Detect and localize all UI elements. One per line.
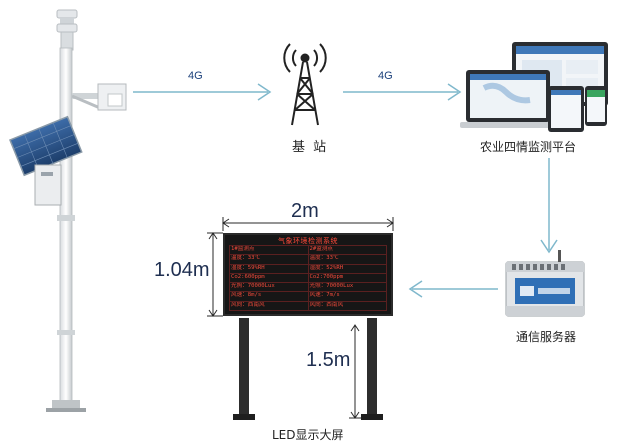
led-display-board: 气象环境检测系统 1#监测点 2#监测点 温度：33℃ 温度：33℃ 湿度：59… [223, 233, 393, 316]
led-cell: 风向：西南风 [308, 301, 387, 311]
led-cell: 光照：70000Lux [230, 283, 309, 293]
arrow-base-to-platform [343, 83, 462, 101]
dimension-pole-label: 1.5m [306, 349, 351, 371]
led-cell: Co2:600ppm [230, 273, 309, 284]
arrow-server-to-led [408, 280, 498, 298]
led-cell: Co2:700ppm [308, 273, 387, 284]
link-label-4g-right: 4G [378, 70, 393, 82]
platform-devices-icon [460, 42, 608, 132]
weather-station-icon [9, 9, 127, 412]
arrow-station-to-base [133, 83, 272, 101]
led-screen-label: LED显示大屏 [272, 428, 344, 442]
led-cell: 光照：70000Lux [308, 283, 387, 293]
led-cell: 温度：33℃ [308, 255, 387, 265]
arrow-platform-to-server [540, 158, 558, 254]
dimension-height-line [207, 232, 223, 317]
dimension-width-line [222, 217, 394, 231]
link-label-4g-left: 4G [188, 70, 203, 82]
led-cell: 湿度：52%RH [308, 264, 387, 274]
base-station-label: 基 站 [292, 140, 329, 155]
led-cell: 湿度：59%RH [230, 264, 309, 274]
led-cell: 风速：7m/s [308, 292, 387, 302]
led-stand [233, 318, 383, 420]
dimension-height-label: 1.04m [154, 259, 210, 281]
led-cell: 1#监测点 [230, 246, 309, 256]
base-station-tower-icon [283, 43, 327, 126]
led-cell: 风速：8m/s [230, 292, 309, 302]
dimension-width-label: 2m [291, 200, 319, 222]
led-data-grid: 1#监测点 2#监测点 温度：33℃ 温度：33℃ 湿度：59%RH 湿度：52… [229, 245, 387, 311]
led-cell: 温度：33℃ [230, 255, 309, 265]
dimension-pole-line [349, 324, 361, 419]
led-cell: 风向：西南风 [230, 301, 309, 311]
server-label: 通信服务器 [516, 330, 577, 344]
led-cell: 2#监测点 [308, 246, 387, 256]
led-title: 气象环境检测系统 [278, 237, 338, 245]
platform-label: 农业四情监测平台 [480, 140, 577, 154]
communication-server-icon [505, 250, 585, 317]
